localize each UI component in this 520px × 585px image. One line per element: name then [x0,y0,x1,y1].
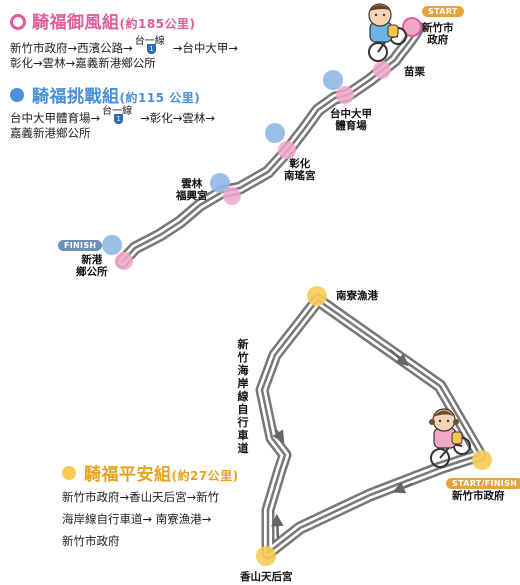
stop-marker-changhua-pink [278,141,296,159]
stop-marker-dajia-blue [323,70,343,90]
stop-label-nanliao: 南寮漁港 [336,290,378,302]
group-3-name: 騎福平安組 [84,465,172,485]
group-3-title: 騎福平安組(約27公里) [84,460,239,485]
stop-marker-finish-blue [102,235,122,255]
group-1-name: 騎福御風組 [32,13,120,33]
stop-marker-nanliao [307,286,327,306]
cyclist-top-illustration [368,3,407,62]
group-1-route-line-2: 彰化→雲林→嘉義新港鄉公所 [10,56,156,70]
group-2-route-line-2: 嘉義新港鄉公所 [10,126,91,140]
group-2-dot [10,88,24,102]
stop-marker-changhua-blue [265,123,285,143]
direction-arrow-3 [271,513,284,539]
stop-label-dajia: 台中大甲體育場 [330,108,372,132]
stop-label-changhua: 彰化南瑤宮 [284,158,316,182]
stop-label-xingang: 新港鄉公所 [76,254,108,278]
group-1-distance: (約185公里) [119,17,196,31]
stop-label-miaoli: 苗栗 [404,66,425,78]
stop-label-xiangshan: 香山天后宮 [240,571,293,583]
stop-marker-miaoli-pink [373,61,391,79]
group-1-title: 騎福御風組(約185公里) [32,8,196,33]
group-3-dot [62,466,76,480]
bottom-route-stops [256,286,492,566]
direction-arrow-2 [392,481,413,494]
direction-arrow-4 [272,429,285,444]
stop-marker-hsinchu-gov [472,450,492,470]
bike-path-label: 新竹海岸線自行車道 [237,338,249,455]
group-2-title: 騎福挑戰組(約115 公里) [32,82,200,107]
stop-label-hsinchu: 新竹市政府 [422,22,454,46]
group-3-route-line-3: 新竹市政府 [62,534,120,548]
stop-marker-xiangshan [256,546,276,566]
stop-marker-yunlin-pink [223,187,241,205]
stop-marker-yunlin-blue [210,173,230,193]
finish-badge: FINISH [58,240,103,251]
stop-marker-dajia-pink [336,86,354,104]
group-2-name: 騎福挑戰組 [32,87,120,107]
top-route-road [115,21,425,269]
group-3-route-line-2: 海岸線自行車道→ 南寮漁港→ [62,512,212,526]
group-3-distance: (約27公里) [171,469,239,483]
group-3-route-line-1: 新竹市政府→香山天后宮→新竹 [62,490,220,504]
group-1-dot [10,14,26,30]
group-2-distance: (約115 公里) [119,91,201,105]
cyclist-bottom-illustration [429,408,471,468]
stop-label-hsinchu-gov: 新竹市政府 [452,490,505,502]
stop-marker-finish-pink [115,252,133,270]
stop-label-yunlin: 雲林福興宮 [176,178,208,202]
start-finish-badge: START/FINISH [446,478,520,489]
stop-marker-hsinchu [402,17,422,37]
top-route-stops [102,17,422,270]
direction-arrow-1 [389,349,409,367]
start-badge: START [422,6,464,17]
